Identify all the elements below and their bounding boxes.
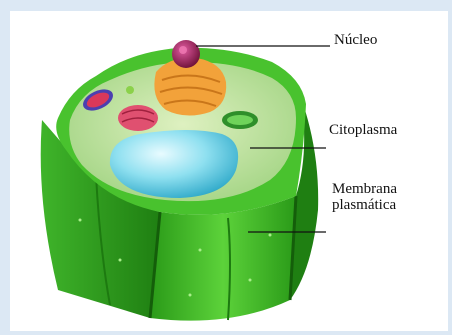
label-nucleus: Núcleo	[334, 32, 377, 48]
label-cytoplasm: Citoplasma	[329, 122, 397, 138]
small-vesicle	[126, 86, 134, 94]
endoplasmic-reticulum	[118, 105, 158, 131]
label-membrane-line1: Membrana	[332, 181, 397, 197]
nucleus	[172, 40, 200, 68]
label-membrane-line2: plasmática	[332, 197, 397, 213]
chloroplast	[222, 111, 258, 129]
vacuole	[110, 130, 238, 198]
label-membrane: Membrana plasmática	[332, 181, 397, 213]
